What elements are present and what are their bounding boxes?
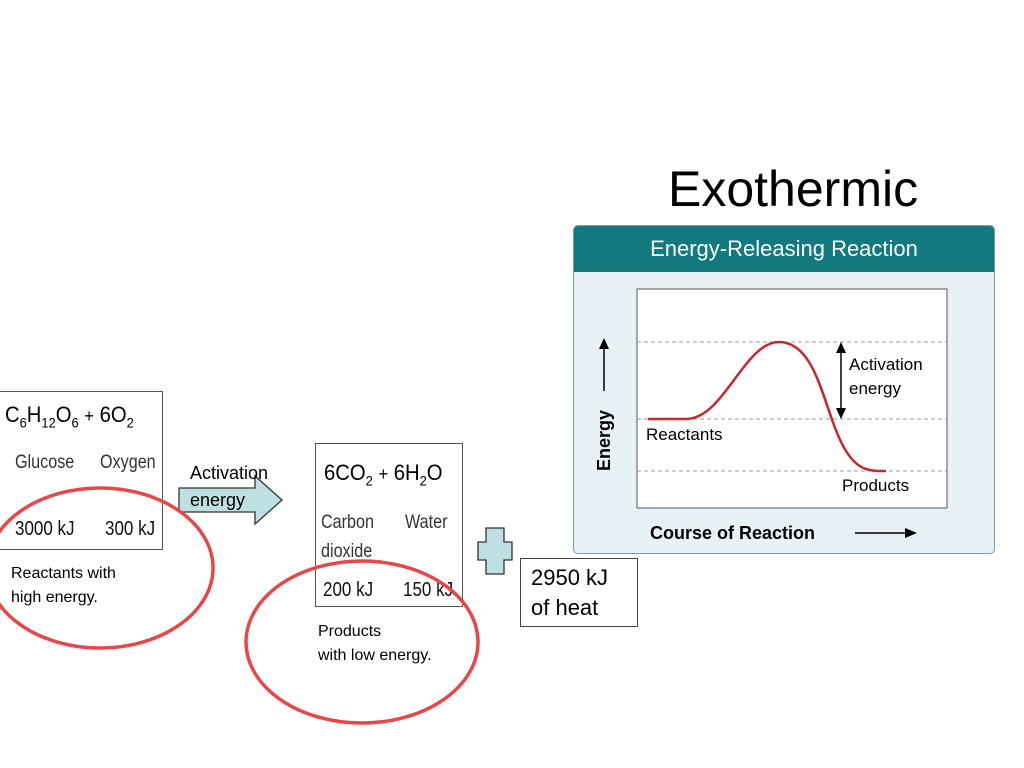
heat-box: 2950 kJ of heat xyxy=(520,558,638,627)
activation-down-arrowhead xyxy=(836,408,846,419)
products-equation: 6CO2 + 6H2O xyxy=(324,460,443,489)
energy-curve xyxy=(648,340,887,473)
products-label: Products xyxy=(842,476,909,495)
heat-label: of heat xyxy=(531,595,599,620)
activation-up-arrowhead xyxy=(836,342,846,353)
plus-icon xyxy=(477,527,513,575)
panel-title: Energy-Releasing Reaction xyxy=(574,226,994,272)
products-caption: Products with low energy. xyxy=(318,623,432,664)
products-box: 6CO2 + 6H2O Carbon Water dioxide 200 kJ … xyxy=(315,443,463,607)
reactants-box: C6H12O6 + 6O2 Glucose Oxygen 3000 kJ 300… xyxy=(0,391,163,550)
x-axis-arrowhead xyxy=(905,528,917,538)
dioxide-label: dioxide xyxy=(321,541,373,562)
co2-energy: 200 kJ xyxy=(323,579,374,601)
glucose-label: Glucose xyxy=(15,452,75,473)
x-axis-label: Course of Reaction xyxy=(650,523,815,543)
activation-arrow-label: Activation energy xyxy=(190,463,269,510)
water-label: Water xyxy=(405,512,448,533)
y-axis-arrowhead xyxy=(599,338,609,349)
page-title: Exothermic xyxy=(668,161,919,217)
carbon-label: Carbon xyxy=(321,512,374,533)
glucose-energy: 3000 kJ xyxy=(15,518,75,540)
activation-label-2: energy xyxy=(849,379,901,398)
oxygen-energy: 300 kJ xyxy=(105,518,156,540)
water-energy: 150 kJ xyxy=(403,579,454,601)
reactants-label: Reactants xyxy=(646,425,723,444)
reactants-caption: Reactants with high energy. xyxy=(11,565,116,606)
reactants-equation: C6H12O6 + 6O2 xyxy=(5,402,134,431)
energy-diagram-panel: Energy-Releasing Reaction Activation ene… xyxy=(573,225,995,554)
y-axis-label: Energy xyxy=(594,410,614,471)
activation-label-1: Activation xyxy=(849,355,923,374)
oxygen-label: Oxygen xyxy=(100,452,156,473)
energy-chart: Activation energy Reactants Products Ene… xyxy=(594,288,948,543)
heat-amount: 2950 kJ xyxy=(531,565,609,590)
